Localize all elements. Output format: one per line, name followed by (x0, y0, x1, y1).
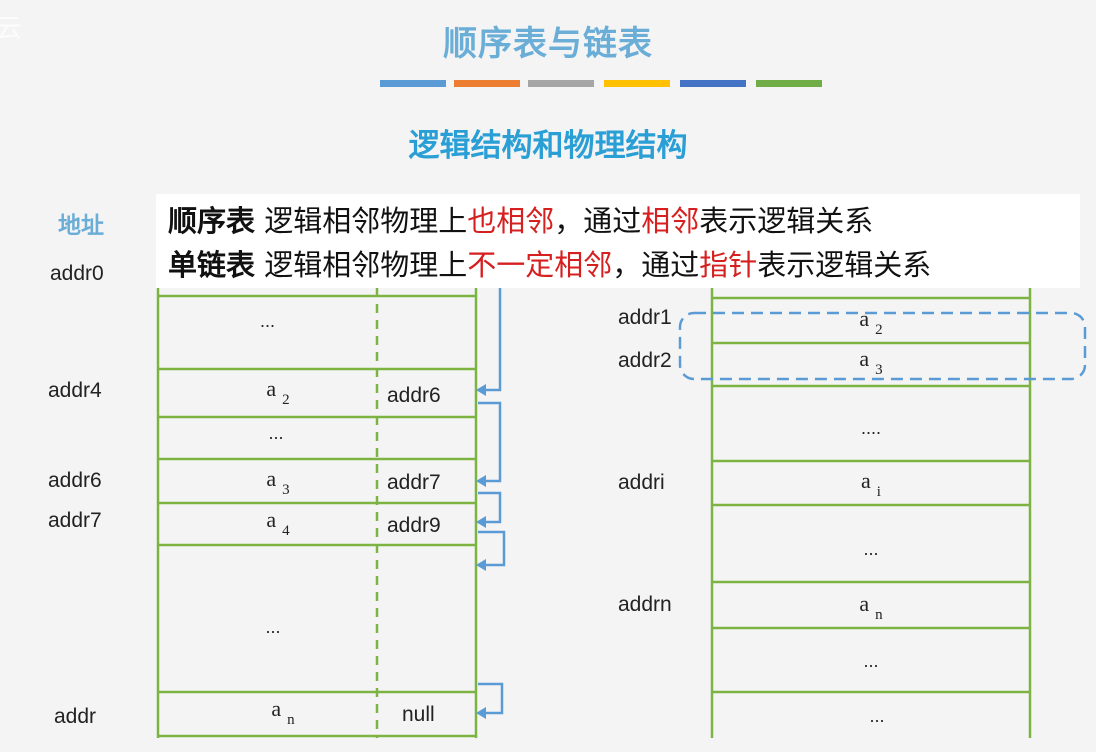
explanation-box (156, 194, 1080, 288)
highlight-box (678, 311, 1087, 381)
left-ellipsis-cell: ... (265, 617, 281, 637)
slide-subtitle: 逻辑结构和物理结构 (408, 128, 688, 164)
watermark: 云 (0, 14, 23, 44)
right-address-label: addr1 (618, 306, 672, 329)
left-pointer-cell: addr9 (387, 514, 441, 537)
explanation-line-linked: 单链表 逻辑相邻物理上不一定相邻，通过指针表示逻辑关系 (168, 248, 932, 282)
right-address-label: addrn (618, 593, 672, 616)
right-ellipsis-cell: ... (863, 539, 879, 559)
left-pointer-cell: null (402, 703, 435, 726)
term-sequential-list: 顺序表 (168, 204, 256, 238)
left-ellipsis-cell: ... (268, 423, 284, 443)
arrow-heads (476, 384, 486, 719)
slide-title: 顺序表与链表 (443, 24, 653, 64)
left-address-label: addr0 (50, 262, 104, 285)
stripe-6 (756, 80, 822, 87)
left-pointer-cell: addr7 (387, 471, 441, 494)
right-address-label: addr2 (618, 349, 672, 372)
left-address-label: addr7 (48, 509, 102, 532)
address-header: 地址 (58, 213, 104, 239)
left-address-label: addr (54, 705, 97, 728)
right-ellipsis-cell: ... (869, 706, 885, 726)
pointer-arrows (478, 288, 506, 715)
right-ellipsis-cell: ... (863, 651, 879, 671)
stripe-2 (454, 80, 520, 87)
left-pointer-cell: addr6 (387, 384, 441, 407)
left-address-label: addr4 (48, 379, 102, 402)
stripe-1 (380, 80, 446, 87)
right-ellipsis-cell: .... (860, 418, 881, 438)
term-linked-list: 单链表 (168, 248, 256, 282)
explanation-line-sequential: 顺序表 逻辑相邻物理上也相邻，通过相邻表示逻辑关系 (168, 204, 874, 238)
right-table-grid (710, 288, 1032, 738)
left-ellipsis-cell: ... (259, 311, 275, 331)
left-address-label: addr6 (48, 469, 102, 492)
left-table-grid (156, 288, 478, 738)
stripe-3 (528, 80, 594, 87)
stripe-4 (604, 80, 670, 87)
right-address-label: addri (618, 471, 665, 494)
stripe-5 (680, 80, 746, 87)
